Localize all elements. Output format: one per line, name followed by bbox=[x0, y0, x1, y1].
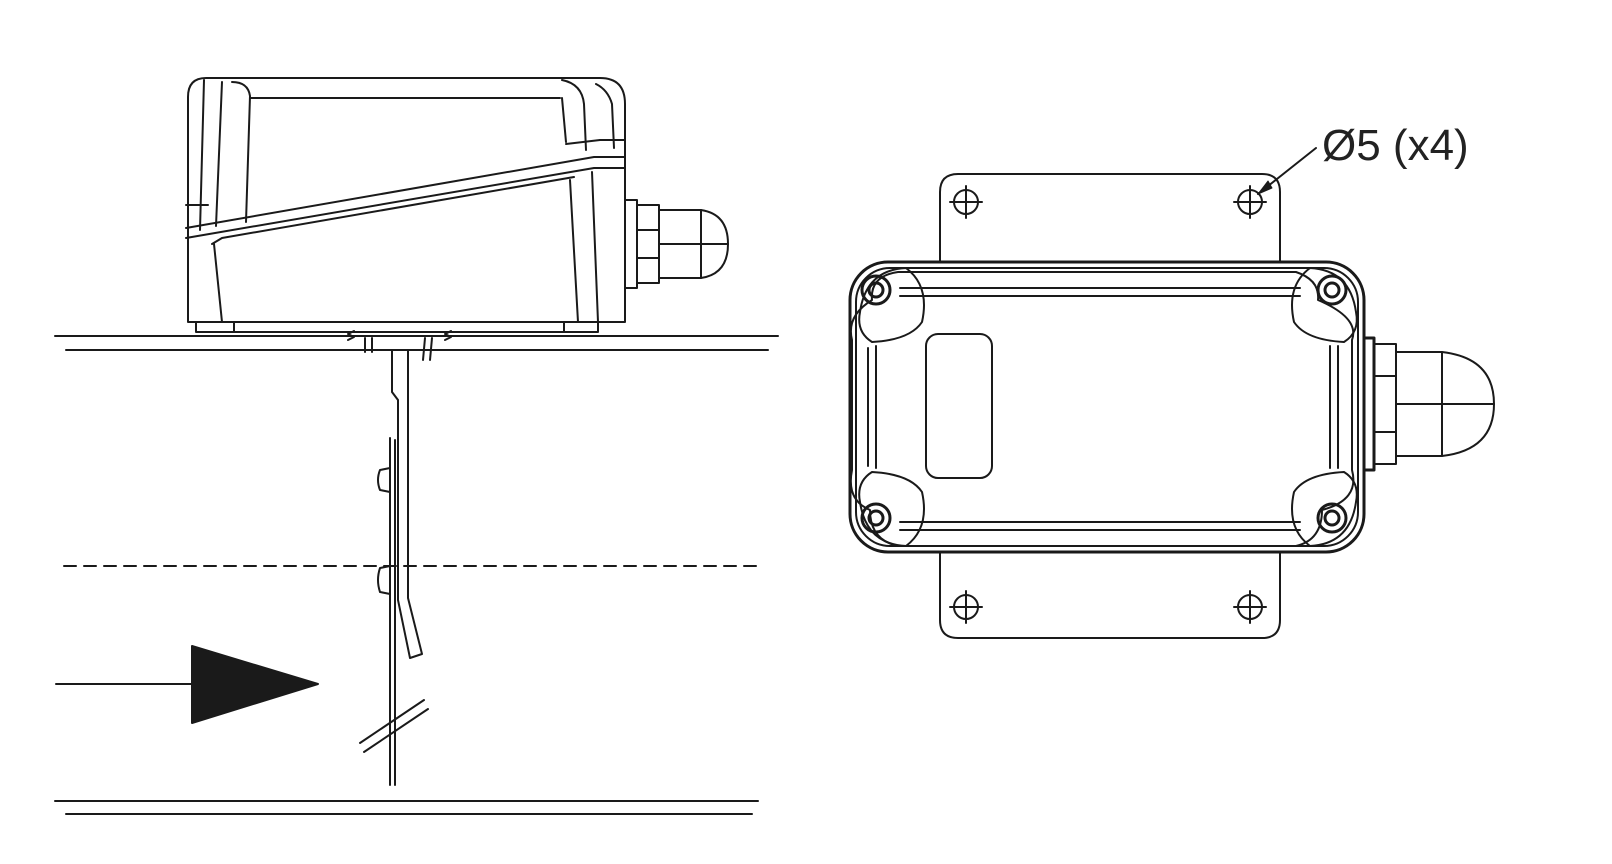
flow-direction-arrow bbox=[55, 645, 319, 724]
mounting-hole bbox=[1233, 590, 1267, 624]
lid-screw bbox=[860, 502, 892, 534]
top-view: Ø5 (x4) bbox=[848, 121, 1495, 639]
flow-paddle bbox=[359, 349, 429, 786]
mounting-hole bbox=[949, 590, 983, 624]
mounting-hole bbox=[1233, 185, 1267, 219]
callout-arrowhead bbox=[1257, 180, 1273, 195]
cable-gland-top bbox=[1362, 336, 1495, 472]
mounting-holes bbox=[949, 185, 1267, 624]
lid-screw bbox=[1316, 502, 1348, 534]
enclosure-side bbox=[185, 77, 626, 333]
enclosure-top bbox=[848, 260, 1366, 554]
mount-screws bbox=[347, 330, 452, 361]
mounting-hole bbox=[949, 185, 983, 219]
duct-bottom-wall bbox=[54, 800, 759, 815]
lid-screw bbox=[860, 274, 892, 306]
mounting-plate bbox=[939, 173, 1281, 639]
cable-gland-side bbox=[624, 199, 729, 289]
side-view bbox=[54, 77, 779, 815]
label-window bbox=[925, 333, 993, 479]
lid-screw bbox=[1316, 274, 1348, 306]
duct-top-wall bbox=[54, 335, 779, 351]
hole-dimension-label: Ø5 (x4) bbox=[1322, 121, 1469, 170]
